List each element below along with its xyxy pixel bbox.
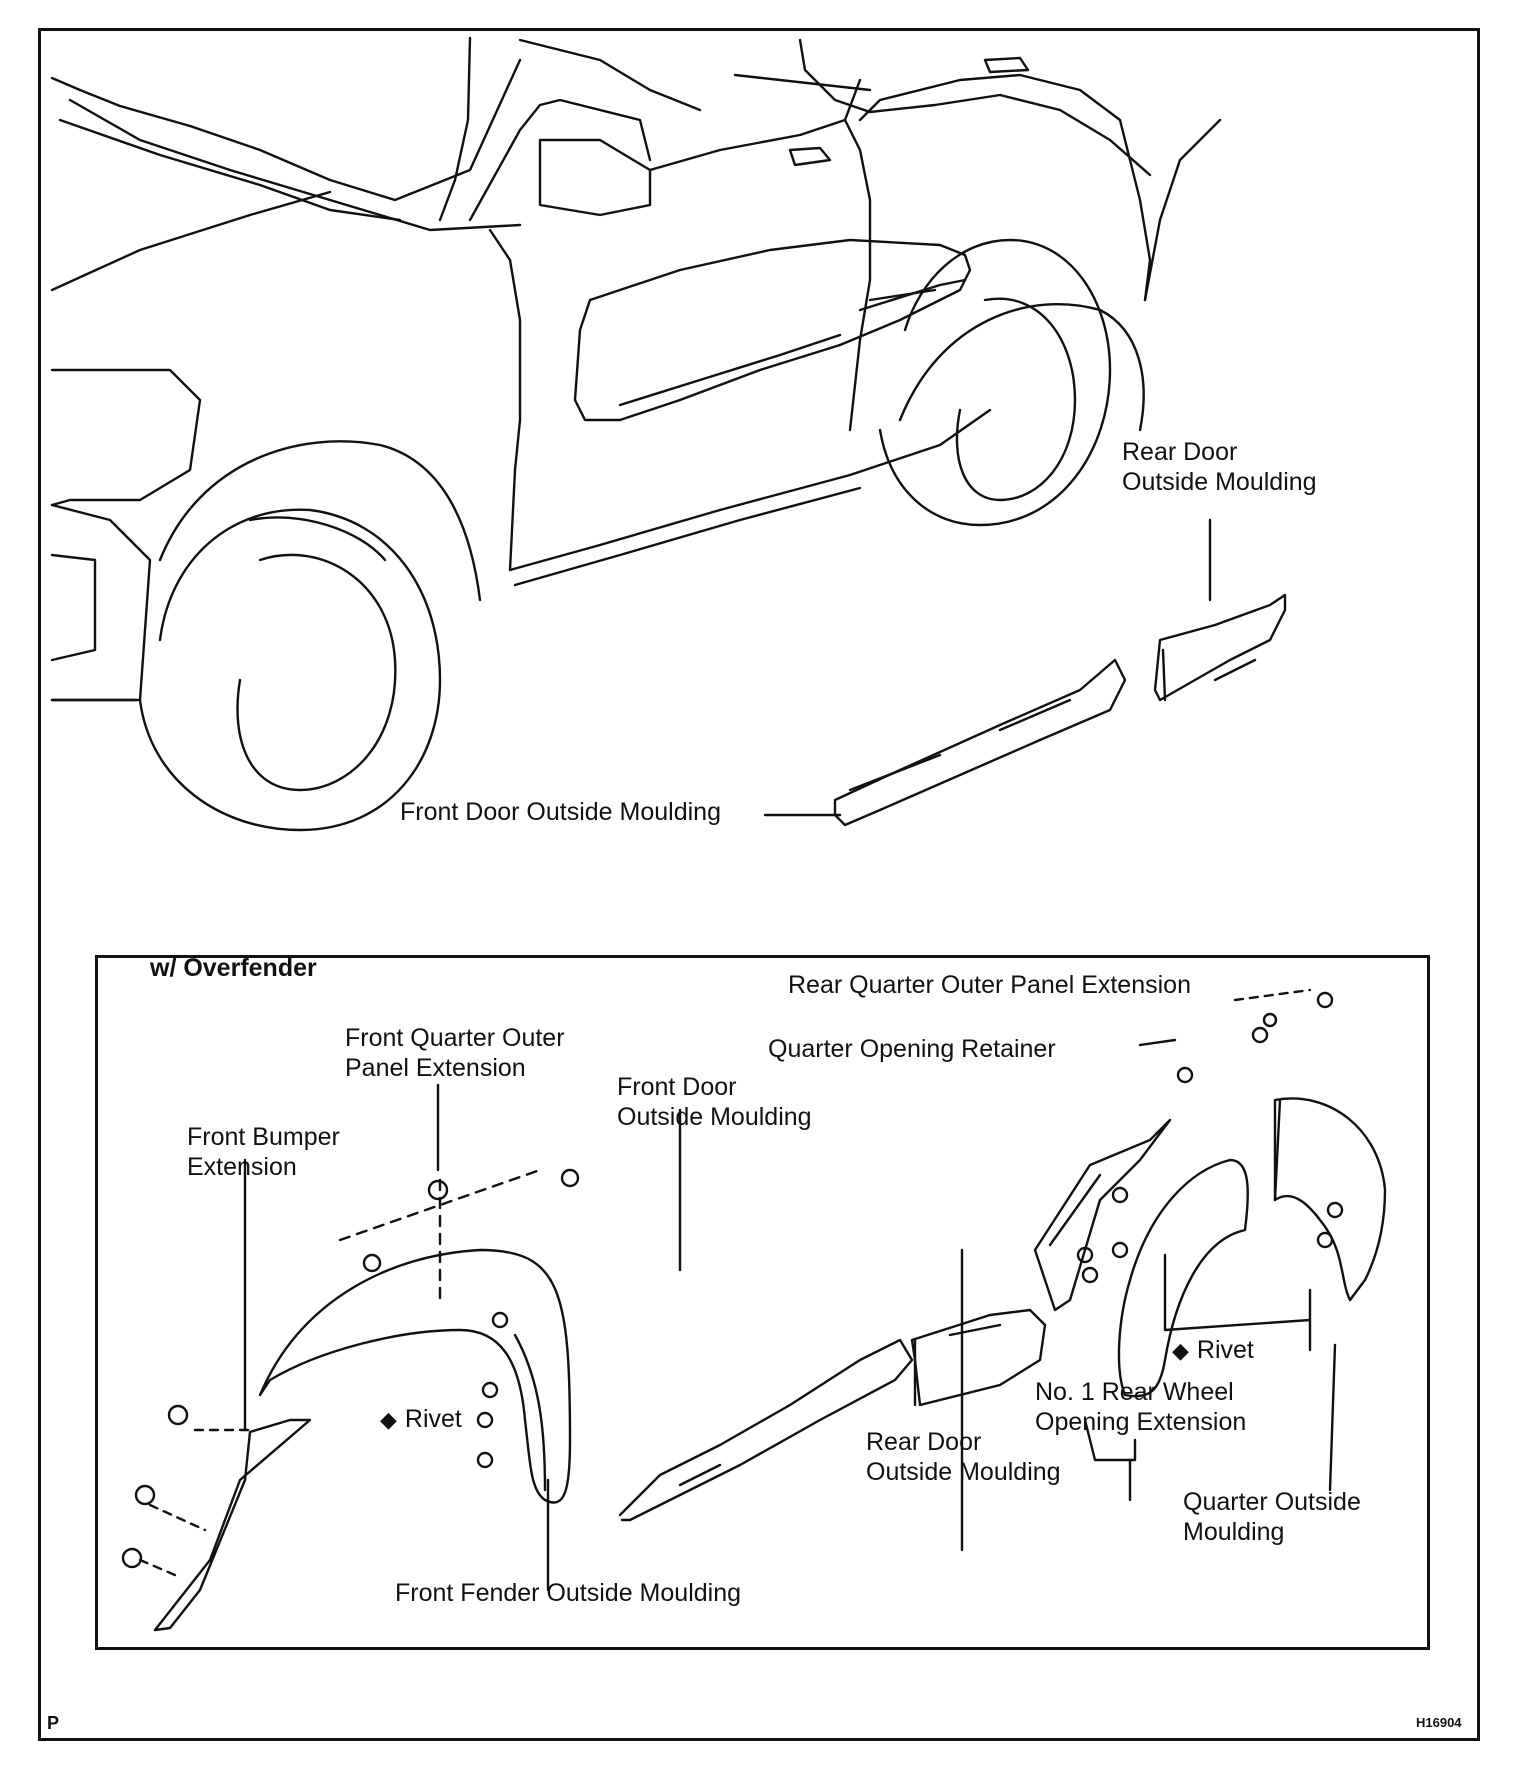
front-bumper-extension-label: Front Bumper Extension xyxy=(187,1122,340,1182)
rear-door-inset-label-line2: Outside Moulding xyxy=(866,1458,1061,1486)
front-fender-outside-moulding-label: Front Fender Outside Moulding xyxy=(395,1579,742,1607)
front-door-inset-label-line2: Outside Moulding xyxy=(617,1103,812,1131)
quarter-outside-label-line1: Quarter Outside xyxy=(1183,1488,1361,1516)
rivet-right-text: Rivet xyxy=(1196,1336,1254,1364)
rivet-left-symbol: ◆ xyxy=(380,1407,397,1432)
rear-door-inset-label-line1: Rear Door xyxy=(866,1428,982,1456)
rear-quarter-outer-panel-extension-label: Rear Quarter Outer Panel Extension xyxy=(788,971,1191,999)
rear-door-outside-moulding-label: Rear Door Outside Moulding xyxy=(1122,437,1317,497)
rear-door-label-line1: Rear Door xyxy=(1122,438,1238,466)
corner-label-left: P xyxy=(47,1713,60,1733)
front-quarter-label-line1: Front Quarter Outer xyxy=(345,1024,565,1052)
inset-title: w/ Overfender xyxy=(150,954,317,982)
diagram-frame xyxy=(38,28,1480,1741)
front-quarter-label-line2: Panel Extension xyxy=(345,1054,526,1082)
front-bumper-label-line1: Front Bumper xyxy=(187,1123,340,1151)
rear-door-outside-moulding-inset-label: Rear Door Outside Moulding xyxy=(866,1427,1061,1487)
rivet-left-text: Rivet xyxy=(404,1405,462,1433)
rear-door-label-line2: Outside Moulding xyxy=(1122,468,1317,496)
overfender-inset-frame xyxy=(95,955,1430,1650)
front-quarter-outer-panel-label: Front Quarter Outer Panel Extension xyxy=(345,1023,565,1083)
quarter-opening-retainer-label: Quarter Opening Retainer xyxy=(768,1035,1056,1063)
quarter-outside-moulding-label: Quarter Outside Moulding xyxy=(1183,1487,1361,1547)
rear-wheel-opening-extension-label: No. 1 Rear Wheel Opening Extension xyxy=(1035,1377,1246,1437)
quarter-outside-label-line2: Moulding xyxy=(1183,1518,1285,1546)
rivet-right-symbol: ◆ xyxy=(1172,1338,1189,1363)
rivet-right-label: ◆ Rivet xyxy=(1172,1335,1254,1366)
front-door-outside-moulding-inset-label: Front Door Outside Moulding xyxy=(617,1072,812,1132)
front-door-inset-label-line1: Front Door xyxy=(617,1073,737,1101)
front-door-outside-moulding-label: Front Door Outside Moulding xyxy=(400,798,721,826)
front-bumper-label-line2: Extension xyxy=(187,1153,297,1181)
rear-wheel-label-line1: No. 1 Rear Wheel xyxy=(1035,1378,1234,1406)
corner-label-right: H16904 xyxy=(1416,1715,1462,1730)
rivet-left-label: ◆ Rivet xyxy=(380,1404,462,1435)
rear-wheel-label-line2: Opening Extension xyxy=(1035,1408,1247,1436)
